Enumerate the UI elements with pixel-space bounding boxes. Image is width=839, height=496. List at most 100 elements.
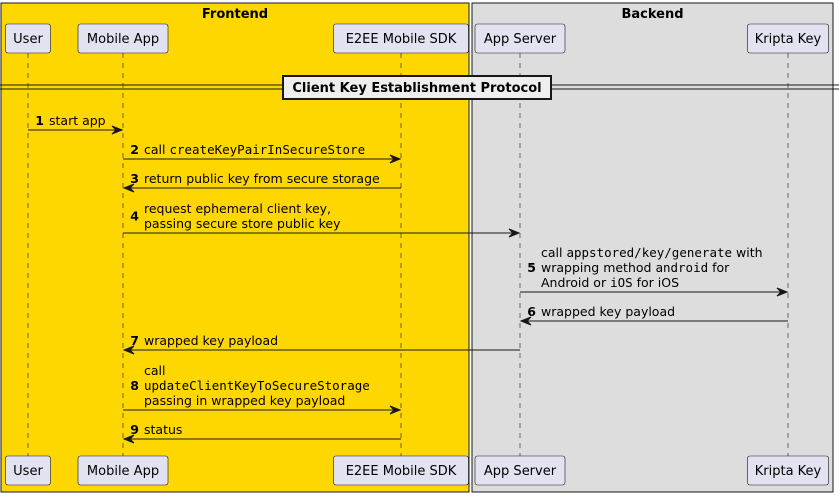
message-1: 1 start app — [28, 113, 124, 135]
message-code: updateClientKeyToSecureStorage — [144, 378, 370, 393]
message-number: 6 — [527, 304, 536, 319]
lifelines-layer — [27, 53, 789, 456]
participant-label: App Server — [484, 464, 557, 479]
participant-label: Mobile App — [87, 32, 159, 47]
message-code: iOS — [610, 275, 633, 290]
message-7: 7 wrapped key payload — [122, 333, 520, 355]
arrow-head — [508, 228, 521, 238]
participant-top: Kripta Key — [747, 23, 829, 54]
arrow-head — [122, 434, 135, 444]
message-label: start app — [49, 113, 106, 128]
message-number: 2 — [130, 142, 139, 157]
participant-box — [747, 455, 829, 486]
message-text: call — [144, 142, 169, 157]
message-label: call — [144, 363, 165, 378]
participant-bottom: E2EE Mobile SDK — [333, 455, 469, 486]
message-number: 5 — [527, 260, 536, 275]
participant-top: E2EE Mobile SDK — [333, 23, 469, 54]
arrow-head — [122, 345, 135, 355]
message-text: for — [708, 260, 730, 275]
messages-layer: 1 start app 2 call createKeyPairInSecureSto… — [28, 113, 789, 444]
message-number: 4 — [130, 209, 139, 224]
participant-box — [5, 23, 51, 54]
participant-box — [474, 455, 566, 486]
participant-box — [333, 23, 469, 54]
arrow-head — [111, 125, 124, 135]
message-text: with — [732, 245, 763, 260]
participant-label: E2EE Mobile SDK — [346, 32, 457, 47]
message-label: passing secure store public key — [144, 216, 341, 231]
message-number: 1 — [35, 113, 44, 128]
message-text: call — [144, 363, 165, 378]
arrow-head — [519, 316, 532, 326]
divider-layer: Client Key Establishment Protocol — [0, 75, 839, 100]
message-text: start app — [49, 113, 106, 128]
participant-bottom: User — [5, 455, 51, 486]
arrow-head — [389, 405, 402, 415]
message-label: wrapped key payload — [541, 304, 675, 319]
message-text: wrapped key payload — [144, 333, 278, 348]
message-label: status — [144, 422, 182, 437]
message-label: call createKeyPairInSecureStore — [144, 142, 365, 157]
participant-box — [474, 23, 566, 54]
participant-box — [77, 455, 169, 486]
box-title: Backend — [621, 7, 683, 22]
message-text: call — [541, 245, 566, 260]
participant-bottom: App Server — [474, 455, 566, 486]
divider-label-box — [282, 75, 552, 100]
arrow-head — [122, 183, 135, 193]
message-text: passing in wrapped key payload — [144, 393, 345, 408]
message-text: passing secure store public key — [144, 216, 341, 231]
participant-bottom: Mobile App — [77, 455, 169, 486]
message-text: wrapped key payload — [541, 304, 675, 319]
participant-label: E2EE Mobile SDK — [346, 464, 457, 479]
message-3: 3 return public key from secure storage — [122, 171, 401, 193]
message-6: 6 wrapped key payload — [519, 304, 788, 326]
message-number: 7 — [130, 333, 139, 348]
message-label: passing in wrapped key payload — [144, 393, 345, 408]
message-text: return public key from secure storage — [144, 171, 380, 186]
message-2: 2 call createKeyPairInSecureStore — [123, 142, 402, 164]
message-text: Android or — [541, 275, 610, 290]
arrow-head — [776, 287, 789, 297]
participant-box — [5, 455, 51, 486]
message-number: 3 — [130, 171, 139, 186]
participant-label: Kripta Key — [755, 464, 822, 479]
box-title: Frontend — [202, 7, 268, 22]
participant-label: Mobile App — [87, 464, 159, 479]
message-label: updateClientKeyToSecureStorage — [144, 378, 370, 393]
participant-top: User — [5, 23, 51, 54]
message-label: return public key from secure storage — [144, 171, 380, 186]
message-text: wrapping method — [541, 260, 655, 275]
message-label: call appstored/key/generate with — [541, 245, 763, 260]
message-number: 9 — [130, 422, 139, 437]
participant-label: User — [13, 464, 43, 479]
message-label: wrapped key payload — [144, 333, 278, 348]
message-code: createKeyPairInSecureStore — [169, 142, 365, 157]
arrow-head — [389, 154, 402, 164]
message-code: android — [655, 260, 708, 275]
message-8: 8 callupdateClientKeyToSecureStoragepassi… — [123, 363, 402, 415]
participant-box — [333, 455, 469, 486]
divider-label: Client Key Establishment Protocol — [292, 81, 541, 96]
participant-label: App Server — [484, 32, 557, 47]
participant-label: Kripta Key — [755, 32, 822, 47]
message-text: request ephemeral client key, — [144, 201, 331, 216]
message-number: 8 — [130, 378, 139, 393]
participant-box — [747, 23, 829, 54]
participant-top: App Server — [474, 23, 566, 54]
message-label: request ephemeral client key, — [144, 201, 331, 216]
message-label: Android or iOS for iOS — [541, 275, 679, 290]
message-code: appstored/key/generate — [566, 245, 732, 260]
participant-box — [77, 23, 169, 54]
message-4: 4 request ephemeral client key,passing se… — [123, 201, 521, 238]
message-text: for iOS — [633, 275, 679, 290]
participant-bottom: Kripta Key — [747, 455, 829, 486]
message-text: status — [144, 422, 182, 437]
message-9: 9 status — [122, 422, 401, 444]
message-label: wrapping method android for — [541, 260, 730, 275]
participant-label: User — [13, 32, 43, 47]
